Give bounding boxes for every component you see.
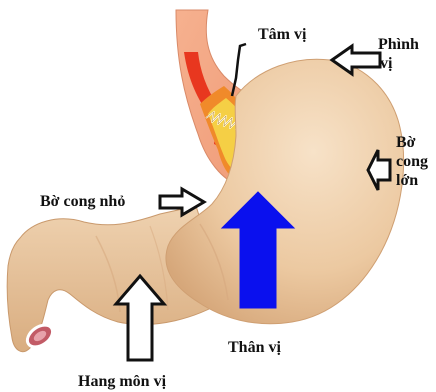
- label-bo-cong-lon-line3: lớn: [396, 171, 428, 190]
- label-bo-cong-lon-line1: Bờ: [396, 133, 428, 152]
- label-phinh-vi-line2: vị: [378, 54, 419, 73]
- label-tam-vi: Tâm vị: [258, 25, 306, 44]
- label-than-vi: Thân vị: [228, 338, 281, 357]
- label-phinh-vi-line1: Phình: [378, 35, 419, 54]
- label-bo-cong-lon: Bờ cong lớn: [396, 133, 428, 190]
- label-hang-mon-vi: Hang môn vị: [78, 372, 166, 391]
- label-bo-cong-nho: Bờ cong nhỏ: [40, 192, 125, 211]
- label-bo-cong-lon-line2: cong: [396, 152, 428, 171]
- label-phinh-vi: Phình vị: [378, 35, 419, 73]
